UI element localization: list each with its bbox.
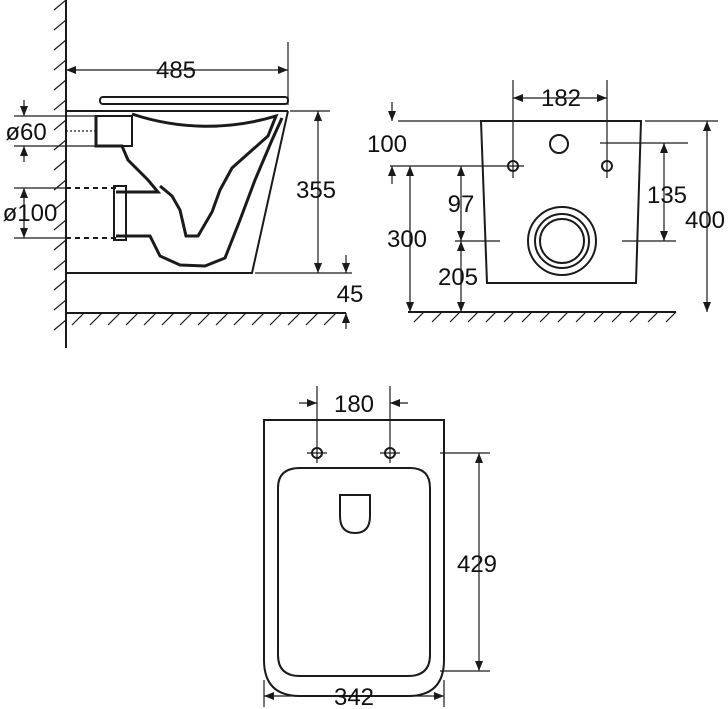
front-view: 182 100 300 97 205 135 — [367, 80, 725, 323]
seat-opening — [277, 467, 431, 677]
bolt-hole-top-left — [307, 386, 327, 463]
wall — [53, 0, 67, 348]
top-view: 180 429 342 — [263, 386, 497, 709]
dim-180: 180 — [299, 391, 408, 418]
dim-355: 355 — [255, 110, 352, 274]
front-floor — [408, 311, 677, 323]
inlet-connector — [95, 115, 133, 147]
side-view: 485 355 45 ø60 ø100 — [3, 0, 364, 348]
dim-429: 429 — [440, 452, 497, 672]
seat-lid — [99, 96, 289, 105]
toilet-side-profile — [66, 96, 289, 274]
label-top-depth: 429 — [457, 551, 497, 578]
label-outlet-diameter: ø100 — [3, 200, 58, 227]
label-side-height: 355 — [296, 177, 336, 204]
dim-182: 182 — [513, 85, 607, 112]
label-side-width: 485 — [156, 57, 196, 84]
label-bolt-to-outlet: 97 — [448, 191, 475, 218]
label-bolt-from-bottom: 135 — [647, 182, 687, 209]
water-inlet-hole — [549, 134, 569, 154]
label-inlet-diameter: ø60 — [5, 119, 46, 146]
label-floor-gap: 45 — [337, 281, 364, 308]
label-top-bolt-spacing: 180 — [334, 391, 374, 418]
drain-opening — [339, 494, 371, 535]
label-outlet-height: 205 — [438, 264, 478, 291]
dim-342: 342 — [263, 680, 445, 709]
dim-97: 97 — [448, 166, 475, 241]
dim-45: 45 — [337, 255, 364, 329]
label-total-height: 400 — [685, 207, 725, 234]
floor — [66, 312, 346, 326]
outlet-pipe — [527, 206, 597, 276]
outlet-flange — [113, 185, 127, 241]
dim-400: 400 — [685, 121, 725, 312]
bolt-hole-top-right — [380, 386, 400, 463]
dim-300: 300 — [387, 166, 427, 312]
toilet-front-body — [479, 120, 643, 284]
label-bolt-height: 300 — [387, 226, 427, 253]
toilet-top-outline — [263, 419, 445, 697]
dim-205: 205 — [438, 241, 478, 312]
label-front-bolt-spacing: 182 — [541, 85, 581, 112]
dim-485: 485 — [66, 42, 289, 105]
label-top-width: 342 — [334, 684, 374, 709]
dim-inlet-diameter: ø60 — [5, 100, 96, 162]
dim-outlet-diameter: ø100 — [3, 187, 66, 239]
label-top-offset: 100 — [367, 131, 407, 158]
dim-100: 100 — [367, 102, 407, 184]
dim-135: 135 — [647, 143, 687, 241]
